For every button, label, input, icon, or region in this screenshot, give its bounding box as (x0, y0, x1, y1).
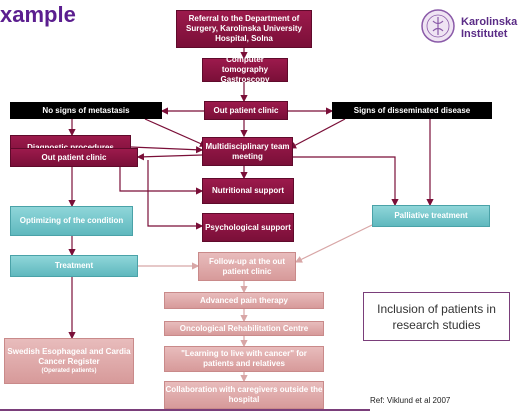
mdt-meeting-box: Multidisciplinary team meeting (202, 137, 293, 166)
collaboration-caregivers-box: Collaboration with caregivers outside th… (164, 381, 324, 409)
outpatient-clinic-left: Out patient clinic (10, 148, 138, 167)
disseminated-disease-box: Signs of disseminated disease (332, 102, 492, 119)
ct-gastroscopy-box: Computer tomography Gastroscopy (202, 55, 288, 84)
no-metastasis-box: No signs of metastasis (10, 102, 162, 119)
followup-outpatient-box: Follow-up at the out patient clinic (198, 252, 296, 281)
cancer-register-title: Swedish Esophageal and Cardia Cancer Reg… (7, 347, 131, 366)
advanced-pain-therapy-box: Advanced pain therapy (164, 292, 324, 309)
cancer-register-subtitle: (Operated patients) (41, 368, 97, 374)
psychological-support-box: Psychological support (202, 213, 294, 242)
referral-box: Referral to the Department of Surgery, K… (176, 10, 312, 48)
arrow-diag-mdt (130, 146, 204, 154)
cancer-register-box: Swedish Esophageal and Cardia Cancer Reg… (4, 338, 134, 384)
outpatient-clinic-center: Out patient clinic (204, 101, 288, 120)
research-inclusion-note: Inclusion of patients in research studie… (363, 292, 510, 341)
arrow-mdt-outpatient-left (136, 153, 203, 161)
arrow-down-to-psychological (147, 160, 204, 230)
nutritional-support-box: Nutritional support (202, 178, 294, 204)
optimizing-condition-box: Optimizing of the condition (10, 206, 133, 236)
institution-line2: Institutet (461, 28, 508, 40)
institution-name: Karolinska Institutet (461, 16, 517, 40)
arrow-dissem-mdt (288, 118, 346, 149)
institution-line1: Karolinska (461, 16, 518, 28)
arrow-palliative-followup (294, 224, 373, 263)
slide-title-fragment: xample (0, 2, 76, 27)
ki-seal-icon (421, 9, 455, 43)
palliative-treatment-box: Palliative treatment (372, 205, 490, 227)
reference-citation: Ref: Viklund et al 2007 (370, 396, 451, 405)
karolinska-logo (420, 8, 456, 44)
learning-to-live-box: "Learning to live with cancer" for patie… (164, 346, 324, 372)
arrow-nometa-mdt (144, 118, 208, 147)
arrow-mdt-palliative (293, 156, 399, 207)
treatment-box: Treatment (10, 255, 138, 277)
oncological-rehab-box: Oncological Rehabilitation Centre (164, 321, 324, 336)
